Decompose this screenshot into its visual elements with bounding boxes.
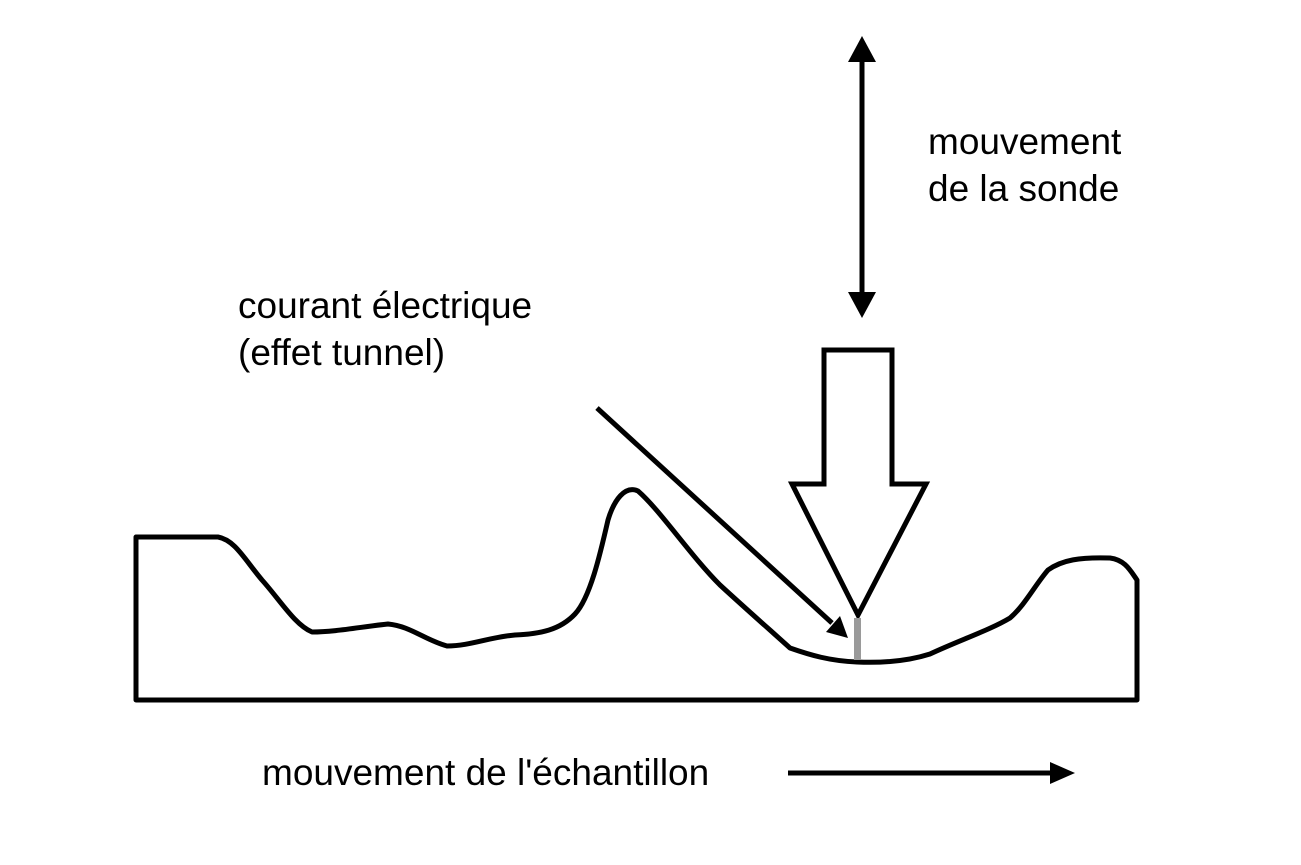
probe-motion-label: mouvement de la sonde bbox=[928, 118, 1121, 212]
tunnel-current-label-line1: courant électrique bbox=[238, 285, 533, 326]
sample-motion-label: mouvement de l'échantillon bbox=[262, 752, 710, 793]
sample-motion-arrow-icon bbox=[788, 762, 1075, 784]
sample-surface bbox=[133, 487, 1140, 703]
tunnel-current-label: courant électrique (effet tunnel) bbox=[238, 282, 532, 376]
double-vertical-arrow-icon bbox=[848, 36, 876, 318]
probe-motion-label-line2: de la sonde bbox=[928, 168, 1120, 209]
tunnel-gap bbox=[854, 618, 861, 660]
tunnel-current-label-line2: (effet tunnel) bbox=[238, 332, 446, 373]
probe-tip-icon bbox=[787, 347, 931, 621]
probe-motion-label-line1: mouvement bbox=[928, 121, 1122, 162]
current-pointer-arrow-icon bbox=[595, 406, 848, 638]
